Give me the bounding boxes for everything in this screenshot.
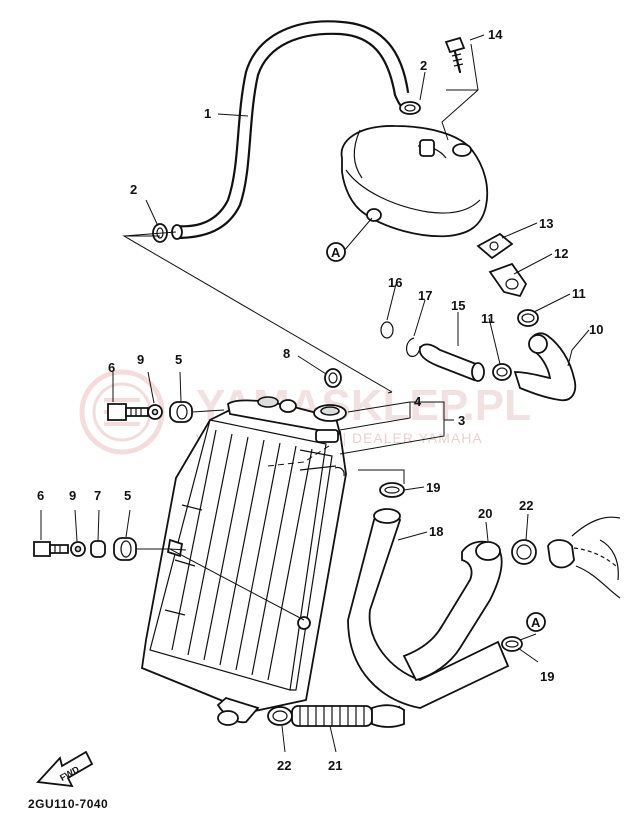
leader-lines	[40, 34, 590, 753]
callout-12: 12	[554, 246, 568, 261]
pipe-15	[418, 343, 485, 382]
grommet-5-upper	[169, 401, 193, 423]
hose-clamp-11-lower	[492, 363, 512, 381]
gasket-13	[476, 232, 514, 260]
pipe-20	[402, 540, 503, 682]
callout-22-bottom: 22	[277, 758, 291, 773]
corrugated-hose-21	[291, 704, 405, 728]
hose-18	[347, 508, 510, 723]
callout-4: 4	[414, 394, 422, 409]
water-pump-fitting	[547, 516, 621, 599]
connector-a-lower-label: A	[531, 615, 541, 630]
thermostat-housing	[340, 125, 489, 238]
callout-13: 13	[539, 216, 553, 231]
radiator-core	[164, 429, 313, 681]
hose-clamp-19-upper	[379, 482, 405, 498]
callout-17: 17	[418, 288, 432, 303]
callout-1: 1	[204, 106, 211, 121]
callout-19-upper: 19	[426, 480, 440, 495]
callout-8: 8	[283, 346, 290, 361]
callout-20: 20	[478, 506, 492, 521]
hose-clamp-11-upper	[517, 309, 539, 327]
callouts: 1 2 2 3 4 5 5 6 6 7 8 9 9 10 11 11 12 13…	[37, 27, 603, 773]
connector-a-upper-label: A	[331, 245, 341, 260]
connector-a-lower: A	[526, 612, 546, 632]
grommet-5-lower	[113, 537, 137, 561]
elbow-12	[488, 262, 528, 298]
callout-21: 21	[328, 758, 342, 773]
callout-6-lower: 6	[37, 488, 44, 503]
radiator	[141, 396, 347, 726]
o-ring-16	[380, 321, 394, 339]
callout-15: 15	[451, 298, 465, 313]
callout-16: 16	[388, 275, 402, 290]
callout-14: 14	[488, 27, 503, 42]
callout-2-upper: 2	[420, 58, 427, 73]
callout-18: 18	[429, 524, 443, 539]
circlip-17	[405, 337, 421, 357]
hose-10	[513, 332, 577, 402]
hose-clamp-19-lower	[501, 636, 523, 652]
collar-7	[90, 540, 106, 558]
callout-7: 7	[94, 488, 101, 503]
callout-5-lower: 5	[124, 488, 131, 503]
washer-9-lower	[70, 541, 86, 557]
callout-11-upper: 11	[572, 286, 586, 301]
callout-10: 10	[589, 322, 603, 337]
hose-clamp-22-right	[511, 539, 537, 565]
callout-9-upper: 9	[137, 352, 144, 367]
bolt-14	[444, 36, 466, 74]
callout-9-lower: 9	[69, 488, 76, 503]
grommet-8	[324, 368, 342, 388]
connector-a-upper: A	[326, 242, 346, 262]
callout-5-upper: 5	[175, 352, 182, 367]
upper-hose	[171, 20, 410, 240]
hose-clamp-upper	[399, 101, 421, 115]
callout-22-right: 22	[519, 498, 533, 513]
bolt-6-lower	[33, 541, 69, 557]
fwd-arrow-icon: FWD	[36, 750, 94, 788]
callout-6-upper: 6	[108, 360, 115, 375]
diagram-code: 2GU110-7040	[28, 797, 108, 811]
callout-3: 3	[458, 413, 465, 428]
bolt-6-upper	[107, 403, 149, 421]
hose-clamp-22-bottom	[267, 706, 293, 726]
callout-2-lower: 2	[130, 182, 137, 197]
callout-11-lower: 11	[481, 311, 495, 326]
callout-19-lower: 19	[540, 669, 554, 684]
washer-9-upper	[147, 404, 163, 420]
